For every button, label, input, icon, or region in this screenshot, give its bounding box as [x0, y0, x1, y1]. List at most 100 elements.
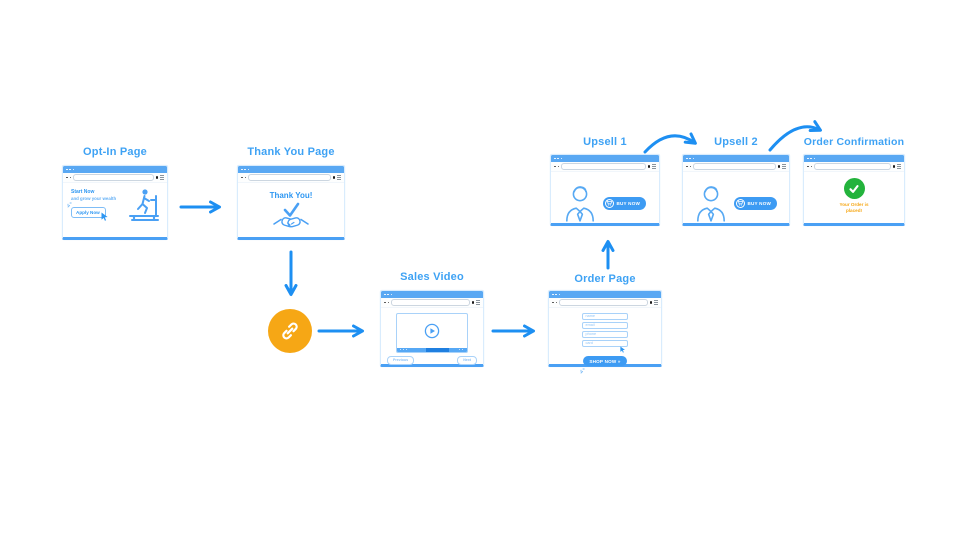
order-form: name email phone card: [549, 308, 661, 347]
browser-titlebar: [683, 155, 789, 162]
buy-now-label: BUY NOW: [616, 200, 641, 206]
order-page-body: name email phone card SHOP NOW »: [549, 308, 661, 374]
cart-icon: [735, 198, 745, 208]
upsell1-body: BUY NOW: [551, 172, 659, 228]
sparkle-decoration: [67, 202, 72, 208]
url-field: [248, 174, 331, 181]
back-icon: [686, 165, 688, 168]
phone-field[interactable]: phone: [582, 331, 628, 338]
email-field[interactable]: email: [582, 322, 628, 329]
thank-you-window: Thank You!: [237, 165, 345, 240]
upsell1-title: Upsell 1: [583, 136, 627, 148]
opt-in-window: Start Now and grow your wealth Apply Now: [62, 165, 168, 240]
order-confirmation-title: Order Confirmation: [803, 136, 905, 148]
opt-in-subheadline: and grow your wealth: [71, 196, 117, 201]
opt-in-body: Start Now and grow your wealth Apply Now: [63, 183, 167, 236]
play-icon[interactable]: [424, 323, 440, 339]
browser-addressbar: [551, 162, 659, 172]
next-button[interactable]: Next: [457, 356, 477, 365]
url-field: [561, 163, 646, 170]
url-field: [814, 163, 891, 170]
browser-addressbar: [63, 173, 167, 183]
shop-now-wrap: SHOP NOW »: [580, 346, 628, 374]
url-field: [391, 299, 470, 306]
forward-icon: [810, 165, 813, 168]
person-icon: [697, 186, 725, 222]
sales-video-body: Previous Next: [381, 313, 483, 368]
opt-in-headline: Start Now: [71, 189, 95, 195]
runner-treadmill-icon: [129, 189, 159, 221]
url-field: [559, 299, 648, 306]
back-icon: [384, 301, 386, 304]
thank-you-message: Thank You!: [269, 191, 313, 200]
profile-icon: [892, 165, 896, 168]
back-icon: [552, 301, 554, 304]
menu-icon: [897, 164, 901, 169]
browser-titlebar: [549, 291, 661, 298]
video-progress-bar[interactable]: [397, 347, 467, 352]
back-icon: [807, 165, 809, 168]
upsell2-title: Upsell 2: [714, 136, 758, 148]
previous-button[interactable]: Previous: [387, 356, 415, 365]
cart-icon: [604, 198, 614, 208]
person-icon: [566, 186, 594, 222]
menu-icon: [654, 300, 658, 305]
upsell1-window: BUY NOW: [550, 154, 660, 226]
profile-icon: [649, 301, 653, 304]
forward-icon: [689, 165, 692, 168]
menu-icon: [652, 164, 656, 169]
profile-icon: [777, 165, 781, 168]
order-confirmation-body: Your Order is placed!: [804, 178, 904, 228]
opt-in-title: Opt-In Page: [83, 146, 147, 158]
sales-video-window: Previous Next: [380, 290, 484, 367]
green-check-icon: [843, 178, 865, 199]
buy-now-button[interactable]: BUY NOW: [733, 196, 778, 210]
apply-now-label: Apply Now: [76, 210, 100, 215]
menu-icon: [476, 300, 480, 305]
order-confirmation-window: Your Order is placed!: [803, 154, 905, 226]
browser-addressbar: [804, 162, 904, 172]
profile-icon: [155, 176, 159, 179]
browser-titlebar: [381, 291, 483, 298]
menu-icon: [337, 175, 341, 180]
forward-icon: [557, 165, 560, 168]
cursor-icon: [101, 212, 108, 221]
browser-titlebar: [63, 166, 167, 173]
shop-now-button[interactable]: SHOP NOW »: [583, 356, 627, 367]
video-player[interactable]: [396, 313, 468, 353]
opt-in-copy: Start Now and grow your wealth Apply Now: [67, 189, 117, 221]
upsell2-window: BUY NOW: [682, 154, 790, 226]
buy-now-label: BUY NOW: [747, 200, 772, 206]
forward-icon: [69, 176, 72, 179]
order-page-title: Order Page: [574, 273, 636, 285]
back-icon: [241, 176, 243, 179]
sales-video-title: Sales Video: [400, 271, 464, 283]
browser-titlebar: [804, 155, 904, 162]
video-nav-buttons: Previous Next: [381, 353, 483, 365]
browser-addressbar: [549, 298, 661, 308]
card-field[interactable]: card: [582, 340, 628, 347]
order-page-window: name email phone card SHOP NOW »: [548, 290, 662, 374]
browser-addressbar: [381, 298, 483, 308]
browser-titlebar: [238, 166, 344, 173]
profile-icon: [471, 301, 475, 304]
back-icon: [554, 165, 556, 168]
order-placed-message: Your Order is placed!: [839, 202, 869, 213]
buy-now-button[interactable]: BUY NOW: [602, 196, 647, 210]
name-field[interactable]: name: [582, 313, 628, 320]
handshake-check-icon: [273, 202, 309, 228]
back-icon: [66, 176, 68, 179]
thank-you-body: Thank You!: [238, 191, 344, 244]
menu-icon: [782, 164, 786, 169]
browser-addressbar: [683, 162, 789, 172]
url-field: [73, 174, 154, 181]
apply-now-button[interactable]: Apply Now: [71, 207, 108, 221]
chain-link-icon: [268, 309, 312, 353]
profile-icon: [332, 176, 336, 179]
browser-titlebar: [551, 155, 659, 162]
forward-icon: [555, 301, 558, 304]
forward-icon: [387, 301, 390, 304]
menu-icon: [160, 175, 164, 180]
